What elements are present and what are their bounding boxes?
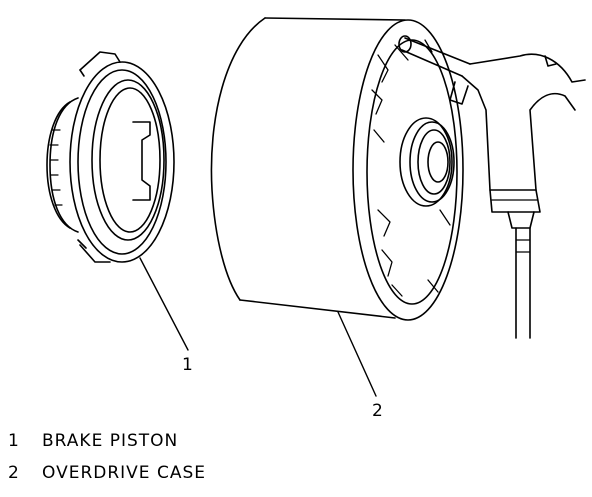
legend-number-2: 2	[8, 463, 20, 483]
overdrive-case	[210, 17, 464, 397]
air-nozzle-gun	[398, 35, 586, 339]
callout-number-2: 2	[372, 401, 383, 421]
legend-number-1: 1	[8, 431, 20, 451]
brake-piston	[46, 51, 189, 351]
legend-label-brake-piston: BRAKE PISTON	[42, 431, 178, 451]
callout-number-1: 1	[182, 355, 193, 375]
legend-label-overdrive-case: OVERDRIVE CASE	[42, 463, 206, 483]
parts-legend: 1 BRAKE PISTON 2 OVERDRIVE CASE	[8, 431, 206, 483]
